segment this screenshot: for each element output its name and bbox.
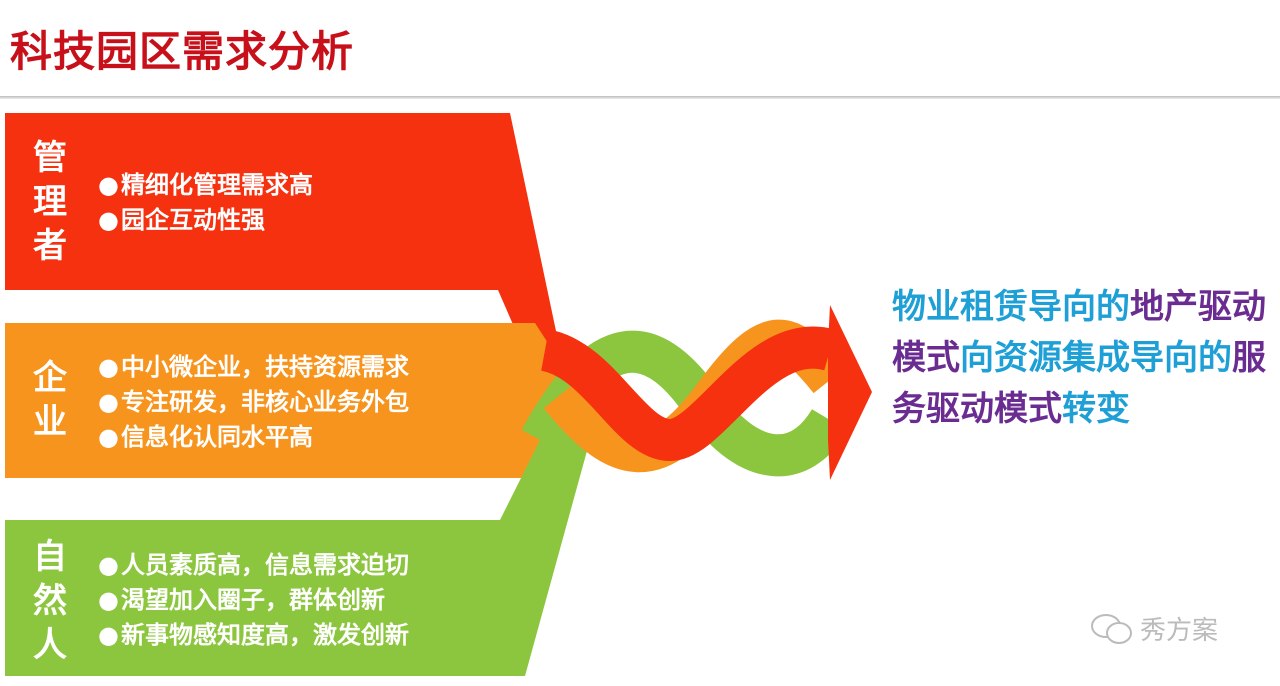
- bullet: 精细化管理需求高: [98, 168, 313, 203]
- wechat-icon: [1091, 613, 1132, 644]
- watermark: 秀方案: [1090, 610, 1218, 647]
- group-label-person: 自然人: [33, 537, 67, 665]
- title-divider: [0, 96, 1280, 99]
- conclusion-text: 物业租赁导向的地产驱动模式向资源集成导向的服务驱动模式转变: [892, 282, 1280, 435]
- watermark-text: 秀方案: [1140, 616, 1219, 646]
- bullet: 新事物感知度高，激发创新: [98, 618, 409, 653]
- bullet: 人员素质高，信息需求迫切: [98, 548, 409, 583]
- group-label-manager: 管理者: [33, 138, 67, 266]
- bullet: 园企互动性强: [98, 203, 313, 238]
- conclusion-segment: 物业租赁导向的: [892, 287, 1130, 327]
- arrow-head: [828, 305, 872, 480]
- bullet: 渴望加入圈子，群体创新: [98, 583, 409, 618]
- person-bullets: 人员素质高，信息需求迫切 渴望加入圈子，群体创新 新事物感知度高，激发创新: [98, 548, 409, 653]
- conclusion-segment: 向资源集成导向的: [960, 338, 1232, 378]
- conclusion-segment: 地产驱动模式: [892, 287, 1266, 378]
- conclusion-segment: 转变: [1062, 389, 1130, 429]
- conclusion-segment: 服务驱动模式: [892, 338, 1266, 429]
- braid-red: [539, 326, 836, 462]
- bullet: 专注研发，非核心业务外包: [98, 385, 409, 420]
- page-title: 科技园区需求分析: [10, 27, 355, 76]
- manager-bullets: 精细化管理需求高 园企互动性强: [98, 168, 313, 238]
- bullet: 信息化认同水平高: [98, 420, 409, 455]
- bullet: 中小微企业，扶持资源需求: [98, 350, 409, 385]
- enterprise-bullets: 中小微企业，扶持资源需求 专注研发，非核心业务外包 信息化认同水平高: [98, 350, 409, 455]
- group-label-enterprise: 企业: [33, 358, 67, 442]
